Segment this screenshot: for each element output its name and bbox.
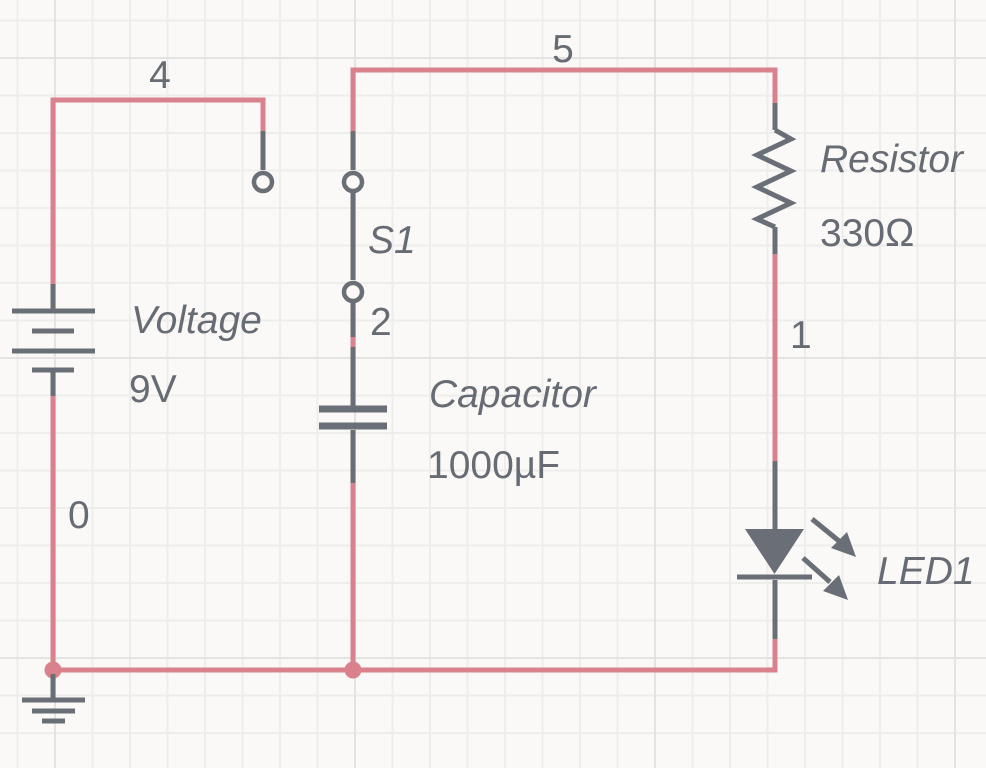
ground-symbol[interactable] bbox=[22, 674, 85, 724]
led-light-arrowhead bbox=[823, 575, 848, 600]
net-label-1: 1 bbox=[790, 314, 812, 357]
resistor-symbol[interactable] bbox=[750, 103, 797, 254]
component-labels: Voltage 9V S1 Capacitor 1000µF Resistor … bbox=[129, 138, 975, 593]
net-label-4: 4 bbox=[149, 54, 171, 97]
switch-throw-terminal bbox=[251, 170, 275, 194]
led-light-arrow bbox=[810, 517, 841, 543]
resistor-zigzag bbox=[750, 127, 797, 230]
capacitor-name-label[interactable]: Capacitor bbox=[429, 373, 598, 416]
led-light-arrowhead bbox=[831, 532, 856, 557]
wire-net-4[interactable] bbox=[50, 97, 266, 284]
led-symbol[interactable] bbox=[737, 461, 856, 639]
wires bbox=[44, 67, 778, 679]
net-label-0: 0 bbox=[68, 494, 90, 537]
switch-common-terminal bbox=[341, 280, 365, 304]
net-label-2: 2 bbox=[370, 301, 392, 344]
switch-symbol[interactable] bbox=[251, 131, 365, 337]
battery-symbol[interactable] bbox=[12, 284, 95, 396]
switch-name-label[interactable]: S1 bbox=[368, 219, 416, 262]
capacitor-value-label[interactable]: 1000µF bbox=[427, 444, 560, 487]
junction-dot bbox=[44, 661, 62, 679]
wire-net-0[interactable] bbox=[50, 396, 778, 673]
net-labels: 4 5 2 1 0 bbox=[68, 28, 812, 537]
wire-net-5[interactable] bbox=[350, 67, 778, 131]
resistor-name-label[interactable]: Resistor bbox=[820, 138, 965, 181]
led-triangle bbox=[745, 529, 804, 574]
junction-dot bbox=[344, 661, 362, 679]
battery-value-label[interactable]: 9V bbox=[129, 368, 177, 411]
battery-name-label[interactable]: Voltage bbox=[131, 299, 262, 342]
capacitor-symbol[interactable] bbox=[319, 347, 387, 483]
led-name-label[interactable]: LED1 bbox=[877, 550, 975, 593]
net-label-5: 5 bbox=[552, 28, 574, 71]
switch-top-terminal bbox=[341, 170, 365, 194]
led-light-arrow bbox=[801, 556, 832, 584]
resistor-value-label[interactable]: 330Ω bbox=[820, 212, 914, 255]
